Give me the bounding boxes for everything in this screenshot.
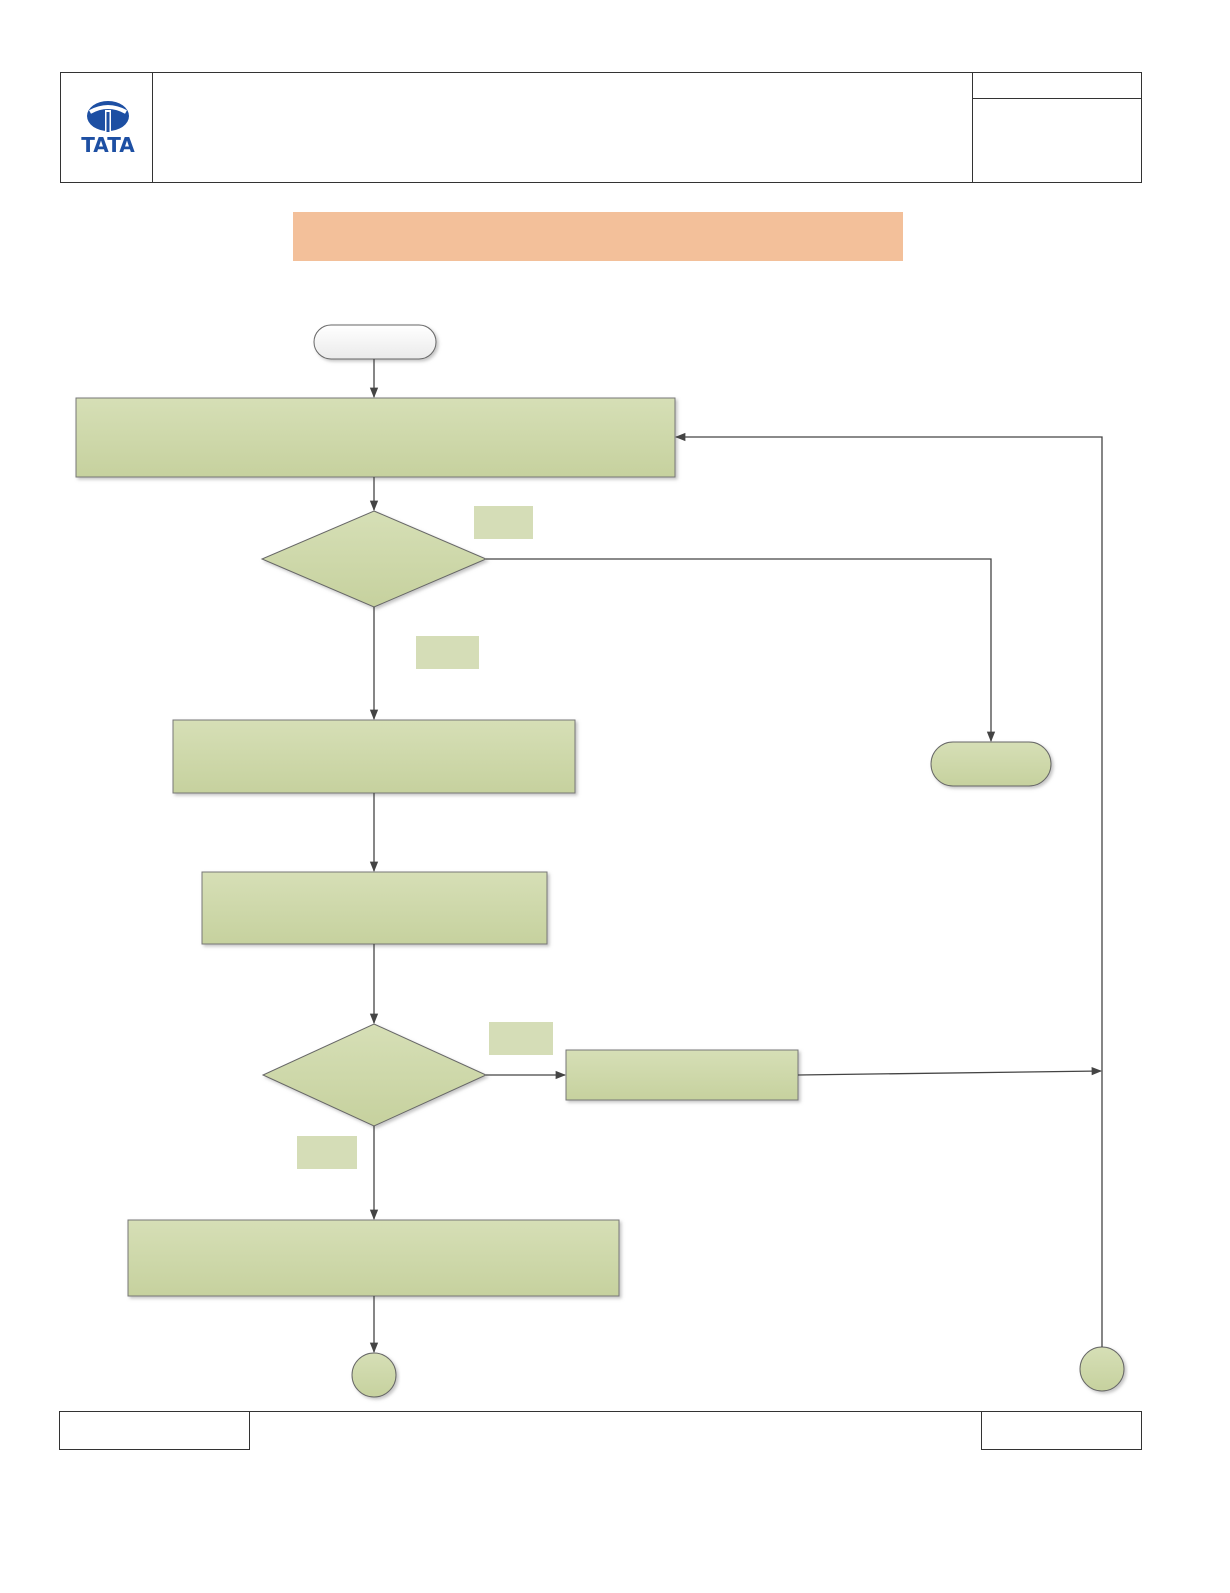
connector-b-label (1080, 1347, 1124, 1391)
step4-label (566, 1050, 798, 1100)
header-frame (60, 72, 1142, 183)
doc-number (972, 72, 1142, 99)
logo-cell: TATA (60, 72, 153, 183)
edge-decision1-to-end (486, 558, 996, 743)
tata-logo: TATA (81, 101, 135, 157)
process-step-3 (201, 871, 548, 945)
process-step-1 (75, 397, 676, 478)
footer-left-cell (59, 1411, 250, 1450)
process-title-banner (293, 212, 903, 261)
decision2-yes-label (489, 1022, 553, 1055)
start-terminator (313, 324, 437, 360)
decision1-no-label (416, 636, 479, 669)
step1-label (76, 398, 675, 477)
start-label (314, 325, 436, 359)
step2-label (173, 720, 575, 793)
step3-label (202, 872, 547, 944)
logo-wordmark: TATA (81, 133, 135, 157)
decision1-label (300, 530, 448, 588)
header-meta-cell (972, 72, 1142, 183)
decision1-yes-label (474, 506, 533, 539)
decision2-label (300, 1045, 448, 1105)
process-step-5 (127, 1219, 620, 1297)
footer-right-cell (981, 1411, 1142, 1450)
footer-rule (60, 1411, 1142, 1412)
decision2-no-label (297, 1136, 357, 1169)
edge-connector-b-loop-to-step1 (674, 432, 1103, 1347)
end-label (931, 742, 1051, 786)
connector-a-label (352, 1353, 396, 1397)
edge-step4-to-loop (797, 1066, 1103, 1076)
tata-emblem-icon (87, 101, 129, 132)
step5-label (128, 1220, 619, 1296)
